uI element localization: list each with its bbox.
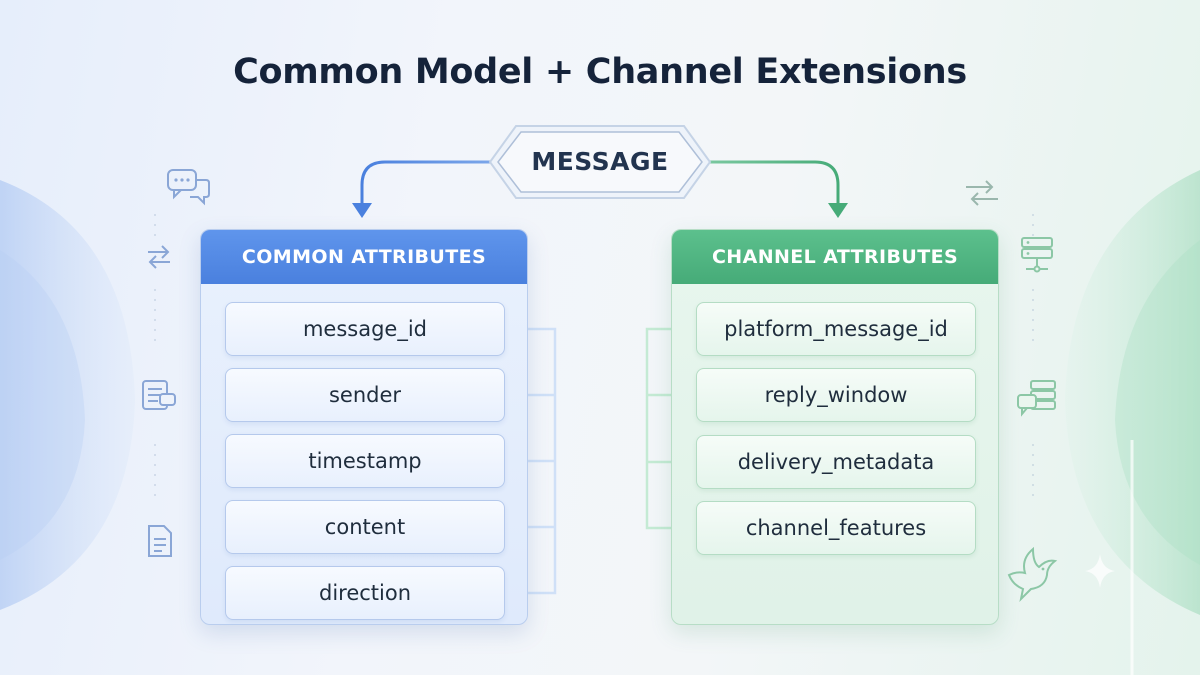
right-decor-arc-inner [1115,240,1200,565]
common-attributes-header: COMMON ATTRIBUTES [201,230,527,284]
page-title: Common Model + Channel Extensions [233,52,967,92]
message-node: MESSAGE [531,147,669,176]
sparkle-icon [1085,554,1115,588]
connector-to-channel [703,160,840,205]
common-attribute-item: sender [225,368,505,422]
server-stack-icon [1021,237,1053,273]
dove-icon [1007,546,1058,603]
left-decor-arc-inner [0,250,85,560]
common-attribute-item: direction [225,566,505,620]
common-attributes-panel: COMMON ATTRIBUTES message_id sender time… [200,229,528,625]
server-chat-icon [1017,380,1056,417]
chat-document-icon [142,380,176,410]
channel-attributes-header: CHANNEL ATTRIBUTES [672,230,998,284]
right-decor-arc [1065,170,1200,615]
swap-arrows-icon [966,180,998,206]
arrowhead-channel [828,203,848,218]
left-bracket-lines [505,327,557,595]
arrowhead-common [352,203,372,218]
channel-attribute-item: platform_message_id [696,302,976,356]
left-decor-arc [0,180,135,610]
swap-arrows-icon [148,245,170,269]
common-attribute-item: content [225,500,505,554]
connector-to-common [360,160,497,205]
channel-attribute-item: channel_features [696,501,976,555]
common-attribute-item: message_id [225,302,505,356]
document-icon [148,525,172,557]
common-attribute-item: timestamp [225,434,505,488]
channel-attribute-item: reply_window [696,368,976,422]
chat-bubbles-icon [167,169,210,206]
channel-attribute-item: delivery_metadata [696,435,976,489]
message-hexagon-inner [497,131,703,193]
channel-attributes-panel: CHANNEL ATTRIBUTES platform_message_id r… [671,229,999,625]
